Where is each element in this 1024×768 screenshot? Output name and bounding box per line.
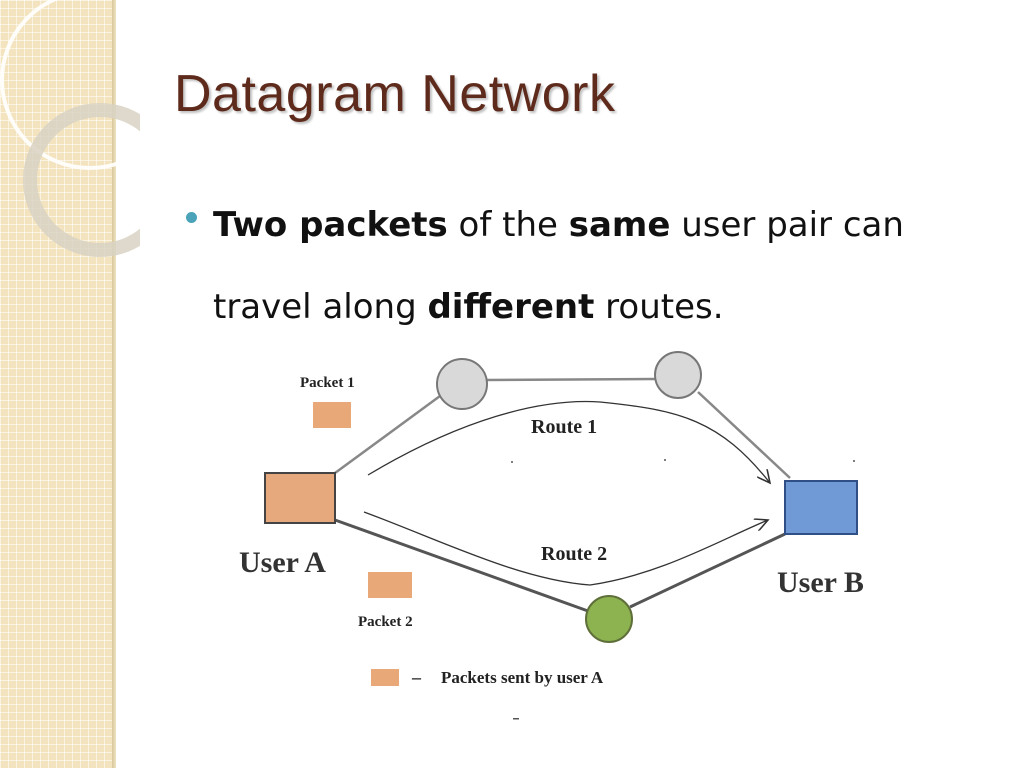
user-b-node xyxy=(784,480,858,535)
bullet-seg-user-pair: user pair can travel along xyxy=(213,205,904,327)
decorative-circle-small xyxy=(23,103,140,257)
route-2-label: Route 2 xyxy=(541,543,607,565)
link-router3-userb xyxy=(629,532,786,609)
bullet-seg-of-the: of the xyxy=(447,205,569,245)
decorative-circles xyxy=(0,0,140,257)
packet-2-label: Packet 2 xyxy=(358,614,413,630)
stray-dot-2 xyxy=(664,459,666,461)
link-usera-router3 xyxy=(334,518,589,613)
link-usera-router1 xyxy=(334,394,441,475)
packet-1-label: Packet 1 xyxy=(300,375,355,391)
link-router2-userb xyxy=(697,391,791,479)
bullet-seg-different: different xyxy=(427,287,595,327)
decorative-circle-large xyxy=(0,0,140,170)
user-b-label: User B xyxy=(777,566,864,599)
router-node-2 xyxy=(654,351,702,399)
route-1-label: Route 1 xyxy=(531,416,597,438)
stray-dot-3 xyxy=(853,460,855,462)
bullet-dot-icon xyxy=(186,212,197,223)
user-a-node xyxy=(264,472,336,524)
bullet-text: Two packets of the same user pair can tr… xyxy=(213,184,986,348)
bullet-seg-two-packets: Two packets xyxy=(213,205,448,245)
user-a-label: User A xyxy=(239,546,326,579)
router-node-3 xyxy=(585,595,633,643)
packet-2-box xyxy=(368,572,412,598)
legend-dash: – xyxy=(411,667,422,687)
bullet-point: Two packets of the same user pair can tr… xyxy=(186,184,986,348)
router-node-1 xyxy=(436,358,488,410)
legend-label: Packets sent by user A xyxy=(441,668,604,687)
stray-dot-1 xyxy=(511,461,513,463)
legend-packet-swatch xyxy=(371,669,399,686)
side-panel-edge xyxy=(112,0,116,768)
route2-arrow xyxy=(363,511,768,586)
bullet-seg-same: same xyxy=(568,205,671,245)
slide-title: Datagram Network xyxy=(174,65,616,123)
route1-arrow xyxy=(367,400,770,483)
bullet-seg-routes: routes. xyxy=(594,287,724,327)
packet-1-box xyxy=(313,402,351,428)
stray-mark xyxy=(513,718,519,720)
link-router1-router2 xyxy=(485,377,656,382)
